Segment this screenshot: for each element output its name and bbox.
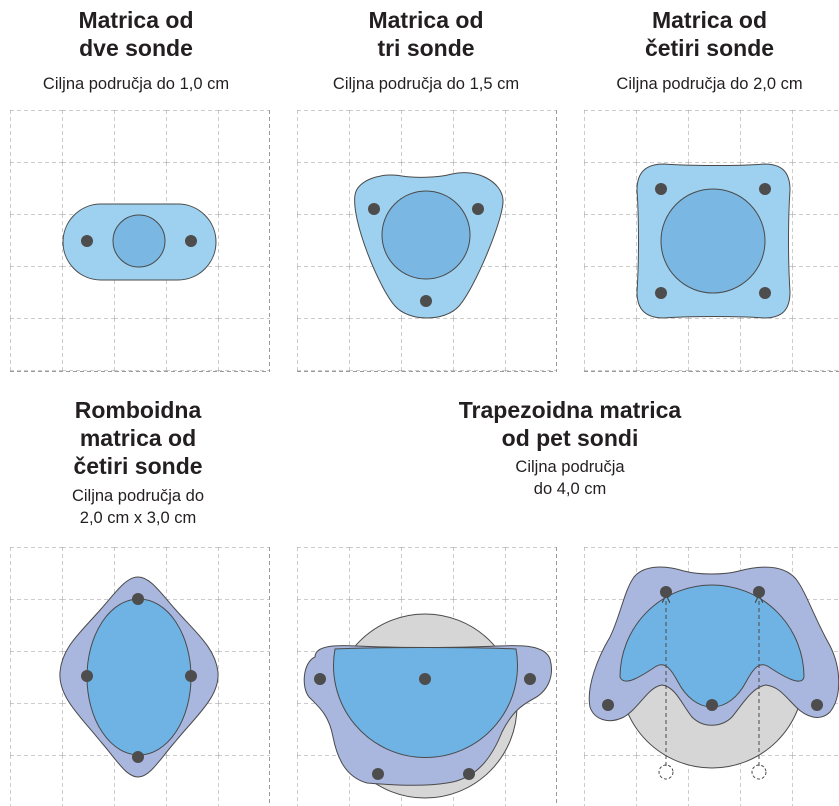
probe-dot	[706, 699, 718, 711]
panel-four-probe	[584, 110, 839, 372]
probe-dot	[759, 183, 771, 195]
probe-dot	[655, 183, 667, 195]
probe-dot	[132, 751, 144, 763]
probe-dot	[759, 287, 771, 299]
probe-dot	[753, 586, 765, 598]
title-three-probe: Matrica od tri sonde	[290, 6, 562, 62]
title-three-probe-line1: Matrica od	[368, 7, 484, 33]
probe-dot	[185, 235, 197, 247]
panel-two-probe	[10, 110, 270, 372]
probe-dot	[185, 670, 197, 682]
title-three-probe-line2: tri sonde	[377, 35, 475, 61]
target-three-probe: Ciljna područja do 1,5 cm	[332, 75, 520, 93]
title-trapezoid-line1: Trapezoidna matrica	[458, 397, 682, 423]
title-two-probe-line2: dve sonde	[79, 35, 193, 61]
target-core	[333, 647, 518, 758]
title-rhomboid-line2: matrica od	[79, 425, 197, 451]
probe-dot	[420, 295, 432, 307]
probe-dot	[314, 673, 326, 685]
probe-dot	[602, 699, 614, 711]
target-rhomboid-line2: 2,0 cm x 3,0 cm	[79, 509, 197, 527]
title-four-probe-line1: Matrica od	[651, 7, 768, 33]
target-rhomboid-line1: Ciljna područja do	[71, 487, 205, 505]
target-trapezoid: Ciljna područja do 4,0 cm	[380, 456, 760, 500]
title-trapezoid: Trapezoidna matrica od pet sondi	[380, 396, 760, 452]
probe-dot	[655, 287, 667, 299]
probe-origin-marker	[658, 764, 674, 780]
title-two-probe: Matrica od dve sonde	[0, 6, 272, 62]
target-four-probe: Ciljna područja do 2,0 cm	[616, 75, 803, 93]
title-four-probe-line2: četiri sonde	[644, 35, 775, 61]
probe-dot	[524, 673, 536, 685]
target-rhomboid: Ciljna područja do 2,0 cm x 3,0 cm	[0, 485, 276, 529]
target-core	[660, 188, 766, 294]
title-four-probe: Matrica od četiri sonde	[580, 6, 839, 62]
title-rhomboid-line3: četiri sonde	[73, 453, 203, 479]
target-core	[381, 190, 471, 280]
title-rhomboid: Romboidna matrica od četiri sonde	[0, 396, 276, 480]
title-rhomboid-line1: Romboidna	[74, 397, 202, 423]
title-trapezoid-line2: od pet sondi	[501, 425, 639, 451]
probe-dot	[372, 768, 384, 780]
panel-three-probe	[297, 110, 557, 372]
target-trapezoid-line1: Ciljna područja	[515, 458, 625, 476]
probe-origin-marker	[751, 764, 767, 780]
probe-dot	[463, 768, 475, 780]
target-core	[86, 598, 192, 756]
probe-dot	[472, 203, 484, 215]
probe-dot	[660, 586, 672, 598]
panel-rhomboid	[10, 547, 270, 806]
title-two-probe-line1: Matrica od	[78, 7, 194, 33]
target-two-probe: Ciljna područja do 1,0 cm	[42, 75, 230, 93]
probe-dot	[419, 673, 431, 685]
probe-dot	[811, 699, 823, 711]
probe-dot	[368, 203, 380, 215]
probe-dot	[132, 593, 144, 605]
panel-trapezoid-a	[297, 547, 557, 806]
probe-dot	[81, 235, 93, 247]
target-trapezoid-line2: do 4,0 cm	[533, 480, 607, 498]
target-core	[112, 214, 166, 268]
panel-trapezoid-b	[584, 547, 839, 806]
probe-dot	[81, 670, 93, 682]
